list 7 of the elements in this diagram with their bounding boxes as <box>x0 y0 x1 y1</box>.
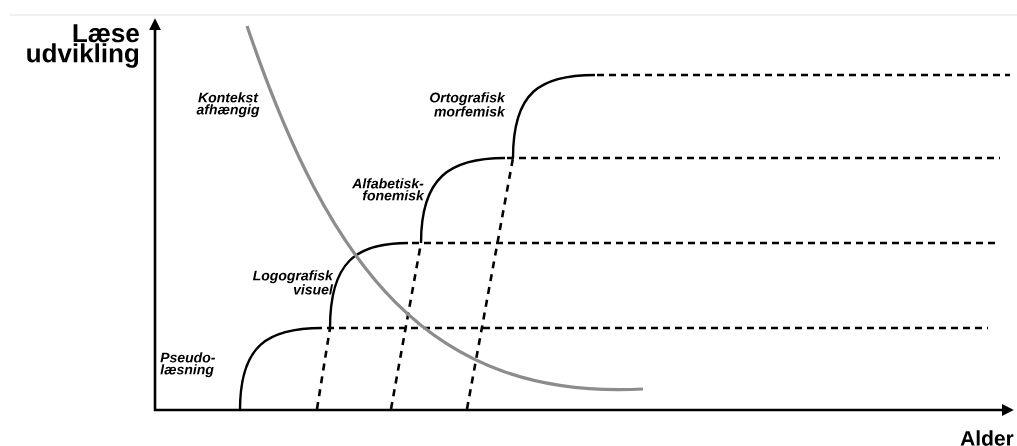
curve-label: Kontekst afhængig <box>196 92 260 118</box>
stage-label: Ortografisk morfemisk <box>430 92 506 117</box>
stage-label: Pseudo-læsning <box>160 352 216 378</box>
axis-title: Alder <box>960 430 1014 446</box>
stage-label: Alfabetisk-fonemisk <box>351 178 425 201</box>
axis-title: Læse udvikling <box>27 24 139 68</box>
stage-label: Logografisk visuel <box>252 270 334 295</box>
